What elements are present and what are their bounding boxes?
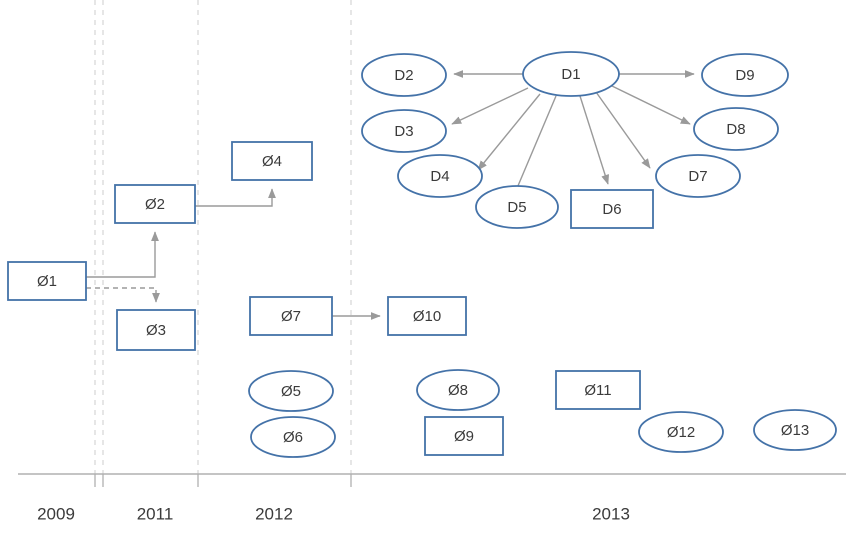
node-shape-rect (570, 189, 654, 229)
year-label-2012: 2012 (255, 504, 293, 523)
edge-D1-D4 (477, 93, 541, 171)
node-shape-ellipse (248, 370, 334, 412)
node-shape-rect (114, 184, 196, 224)
node-label: D2 (394, 67, 413, 84)
node-shape-ellipse (753, 409, 837, 451)
node-o7[interactable]: Ø7 (249, 296, 333, 336)
node-shape-rect (231, 141, 313, 181)
node-label: Ø6 (283, 429, 303, 446)
node-d7[interactable]: D7 (655, 154, 741, 198)
node-shape-ellipse (693, 107, 779, 151)
node-d3[interactable]: D3 (361, 109, 447, 153)
node-label: D4 (430, 168, 449, 185)
node-o5[interactable]: Ø5 (248, 370, 334, 412)
node-label: D8 (726, 121, 745, 138)
node-shape-ellipse (397, 154, 483, 198)
year-label-2013: 2013 (592, 504, 630, 523)
year-labels-group: 2009 2011 2012 2013 (37, 504, 630, 523)
node-shape-rect (7, 261, 87, 301)
node-d6[interactable]: D6 (570, 189, 654, 229)
node-o13[interactable]: Ø13 (753, 409, 837, 451)
node-shape-rect (555, 370, 641, 410)
edge-D1-D3 (451, 87, 529, 125)
edge-O2-O4 (195, 188, 276, 207)
node-shape-rect (116, 309, 196, 351)
node-label: D5 (507, 199, 526, 216)
axis-group (18, 473, 846, 487)
node-d4[interactable]: D4 (397, 154, 483, 198)
node-label: Ø4 (262, 153, 282, 170)
node-shape-rect (387, 296, 467, 336)
node-label: Ø9 (454, 428, 474, 445)
node-shape-ellipse (361, 53, 447, 97)
edge-O1-O2 (86, 231, 159, 278)
year-label-2009: 2009 (37, 504, 75, 523)
node-label: Ø13 (781, 422, 809, 439)
node-o12[interactable]: Ø12 (638, 411, 724, 453)
node-label: Ø7 (281, 308, 301, 325)
node-o6[interactable]: Ø6 (250, 416, 336, 458)
node-shape-rect (424, 416, 504, 456)
edge-D1-D8 (611, 85, 691, 125)
edge-D1-D5 (511, 95, 557, 201)
node-label: Ø10 (413, 308, 441, 325)
year-label-2011: 2011 (137, 504, 174, 523)
node-shape-ellipse (638, 411, 724, 453)
node-label: Ø1 (37, 273, 57, 290)
node-d1[interactable]: D1 (522, 51, 620, 97)
edge-O1-O3 (86, 287, 160, 303)
node-o11[interactable]: Ø11 (555, 370, 641, 410)
edge-D1-D7 (595, 91, 651, 169)
node-label: D6 (602, 201, 621, 218)
node-o1[interactable]: Ø1 (7, 261, 87, 301)
node-label: Ø5 (281, 383, 301, 400)
node-label: Ø11 (584, 382, 611, 399)
node-o10[interactable]: Ø10 (387, 296, 467, 336)
node-shape-ellipse (361, 109, 447, 153)
node-o3[interactable]: Ø3 (116, 309, 196, 351)
node-o4[interactable]: Ø4 (231, 141, 313, 181)
node-shape-ellipse (522, 51, 620, 97)
node-label: D1 (561, 66, 580, 83)
node-shape-ellipse (475, 185, 559, 229)
node-label: D3 (394, 123, 413, 140)
node-o2[interactable]: Ø2 (114, 184, 196, 224)
node-shape-ellipse (250, 416, 336, 458)
node-label: D9 (735, 67, 754, 84)
node-shape-rect (249, 296, 333, 336)
node-label: Ø8 (448, 382, 468, 399)
edges-group (86, 70, 695, 320)
node-label: Ø12 (667, 424, 695, 441)
node-shape-ellipse (655, 154, 741, 198)
node-o9[interactable]: Ø9 (424, 416, 504, 456)
node-label: Ø2 (145, 196, 165, 213)
node-shape-ellipse (701, 53, 789, 97)
node-d9[interactable]: D9 (701, 53, 789, 97)
edge-D1-D6 (579, 95, 610, 185)
node-label: Ø3 (146, 322, 166, 339)
node-label: D7 (688, 168, 707, 185)
node-d2[interactable]: D2 (361, 53, 447, 97)
node-d5[interactable]: D5 (475, 185, 559, 229)
node-o8[interactable]: Ø8 (416, 369, 500, 411)
node-d8[interactable]: D8 (693, 107, 779, 151)
node-shape-ellipse (416, 369, 500, 411)
